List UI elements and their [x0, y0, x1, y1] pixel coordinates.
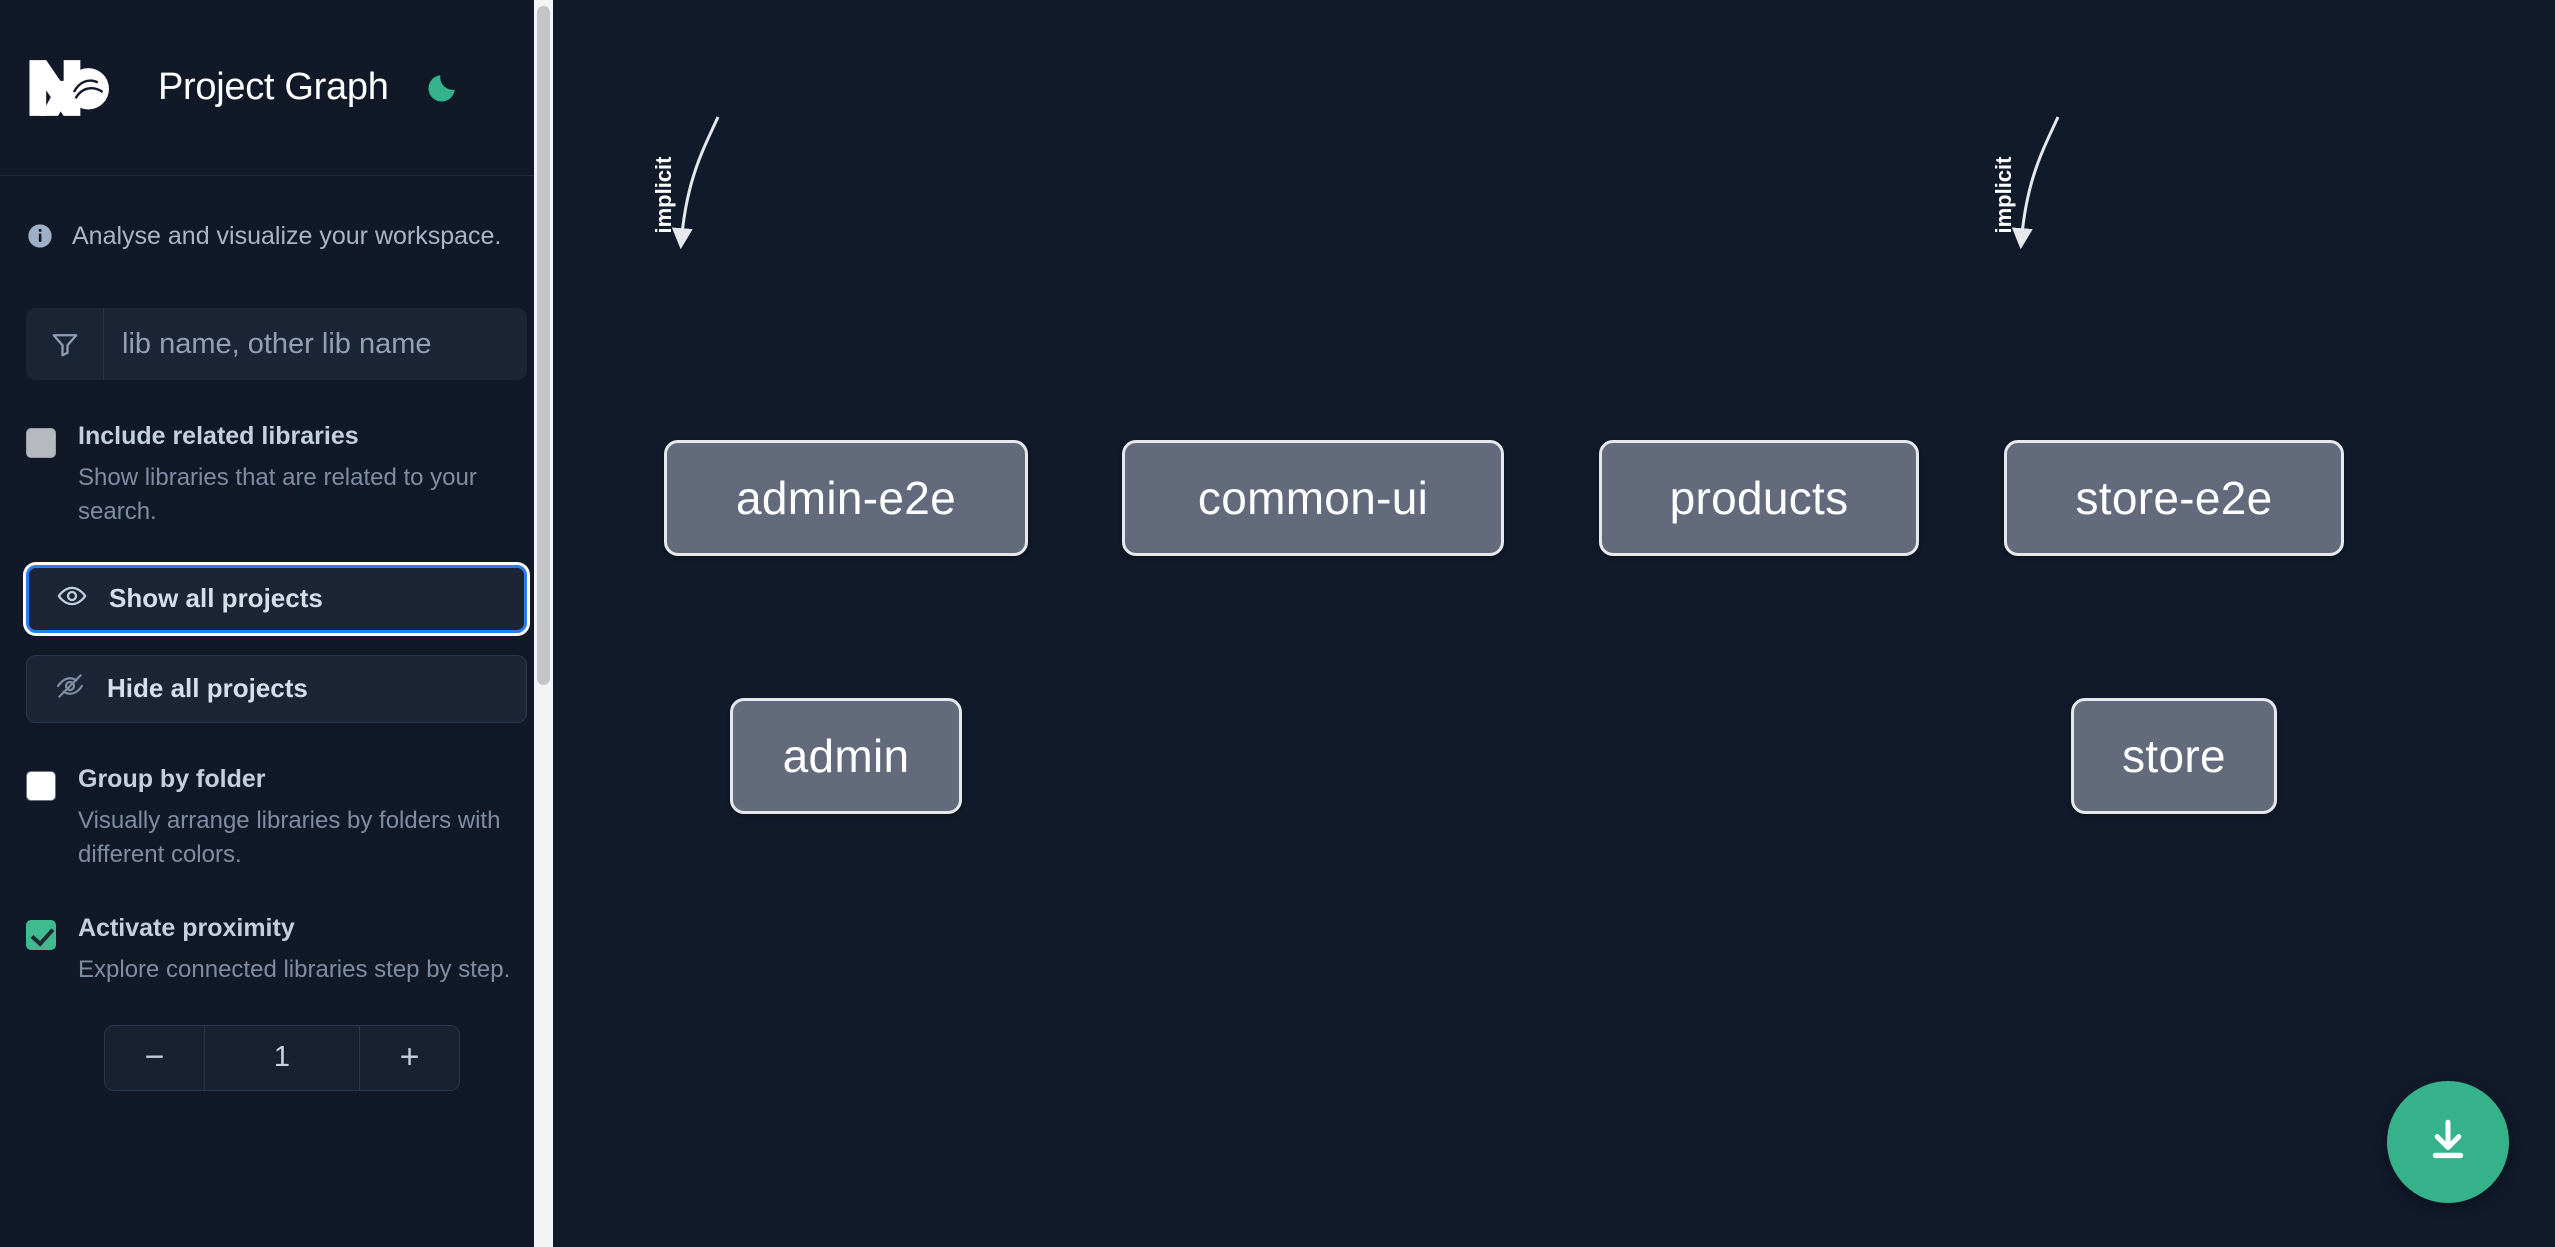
proximity-stepper[interactable]: − 1 + [104, 1024, 460, 1091]
option-group-by-folder[interactable]: Group by folder Visually arrange librari… [26, 765, 527, 872]
option-label: Activate proximity [78, 913, 295, 942]
sidebar-body: Analyse and visualize your workspace. In… [0, 218, 553, 1091]
download-icon [2423, 1115, 2473, 1170]
eye-off-icon [55, 671, 85, 706]
activate-proximity-checkbox[interactable] [26, 914, 56, 987]
group-by-folder-checkbox[interactable] [26, 765, 56, 872]
graph-node-admin[interactable]: admin [730, 698, 962, 814]
checkbox-box [26, 428, 56, 458]
edge-label: implicit [651, 156, 676, 234]
sidebar: Project Graph Analyse and visualize your… [0, 0, 553, 1247]
edge-store-e2e-to-store[interactable]: implicit [1991, 116, 2060, 250]
download-graph-button[interactable] [2387, 1081, 2509, 1203]
option-texts: Activate proximity Explore connected lib… [78, 914, 510, 987]
option-activate-proximity[interactable]: Activate proximity Explore connected lib… [26, 914, 527, 987]
graph-node-store[interactable]: store [2071, 698, 2277, 814]
hide-all-projects-button[interactable]: Hide all projects [26, 654, 527, 723]
option-label: Include related libraries [78, 422, 359, 450]
graph-edges-layer: implicit implicit [651, 116, 2060, 250]
include-related-libraries-checkbox[interactable] [26, 422, 56, 529]
show-all-projects-button[interactable]: Show all projects [26, 564, 527, 633]
moon-icon[interactable] [419, 65, 465, 111]
graph-node-common-ui[interactable]: common-ui [1122, 440, 1504, 556]
option-texts: Group by folder Visually arrange librari… [78, 765, 527, 872]
proximity-decrement-button[interactable]: − [105, 1025, 205, 1090]
option-include-related-libraries[interactable]: Include related libraries Show libraries… [26, 422, 527, 529]
page-title: Project Graph [158, 66, 389, 108]
sidebar-scrollbar-thumb[interactable] [537, 6, 550, 685]
filter-funnel-icon [26, 308, 104, 380]
graph-node-admin-e2e[interactable]: admin-e2e [664, 440, 1028, 556]
eye-icon [57, 581, 87, 616]
search-box[interactable] [26, 308, 527, 380]
search-input[interactable] [104, 308, 527, 380]
option-description: Show libraries that are related to your … [78, 463, 477, 525]
checkbox-box [26, 919, 56, 950]
proximity-increment-button[interactable]: + [359, 1025, 459, 1090]
graph-node-products[interactable]: products [1599, 440, 1919, 556]
option-label: Group by folder [78, 764, 266, 793]
nx-logo-icon [26, 57, 122, 119]
option-description: Visually arrange libraries by folders wi… [78, 806, 501, 868]
sidebar-scrollbar[interactable] [534, 0, 553, 1247]
info-icon [26, 222, 54, 250]
option-description: Explore connected libraries step by step… [78, 955, 511, 983]
option-texts: Include related libraries Show libraries… [78, 422, 527, 529]
edge-admin-e2e-to-admin[interactable]: implicit [651, 116, 720, 250]
tagline-text: Analyse and visualize your workspace. [72, 221, 502, 250]
checkbox-box [26, 770, 56, 801]
sidebar-header: Project Graph [0, 0, 553, 176]
graph-node-store-e2e[interactable]: store-e2e [2004, 440, 2344, 556]
edge-label: implicit [1991, 156, 2016, 234]
show-all-projects-label: Show all projects [109, 583, 323, 614]
hide-all-projects-label: Hide all projects [107, 673, 308, 704]
graph-canvas[interactable]: implicit implicit admin-e2e common-ui pr… [553, 0, 2555, 1247]
proximity-value: 1 [205, 1025, 359, 1090]
tagline: Analyse and visualize your workspace. [26, 218, 527, 254]
